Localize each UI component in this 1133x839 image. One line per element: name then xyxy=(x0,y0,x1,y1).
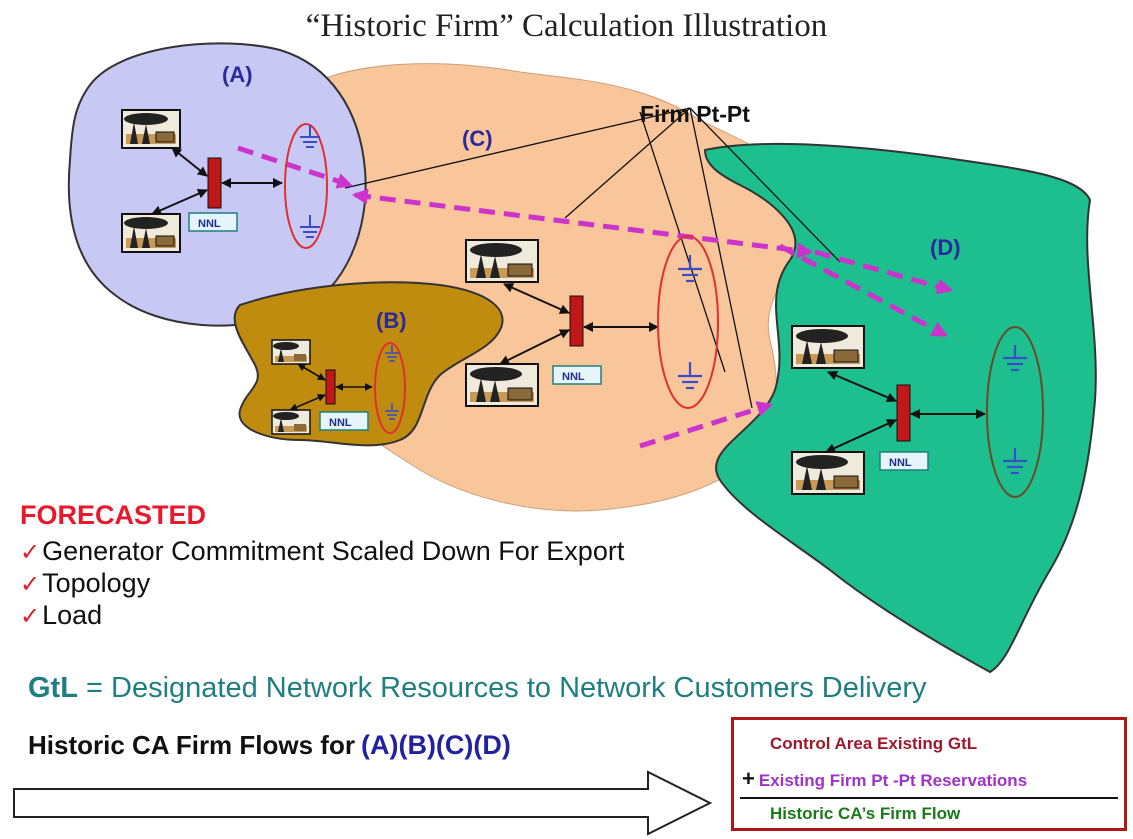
legend-gtl: Control Area Existing GtL xyxy=(770,734,978,753)
gtl-equals: = xyxy=(86,672,103,704)
region-b-label: (B) xyxy=(376,308,407,333)
region-b-network: NNL xyxy=(271,339,406,435)
legend-sum-line xyxy=(740,797,1118,799)
flow-arrow-a-d xyxy=(351,188,814,259)
region-a-label: (A) xyxy=(222,62,253,87)
forecasted-heading: FORECASTED xyxy=(20,500,207,530)
ground-icon xyxy=(300,215,320,238)
check-icon: ✓ xyxy=(20,571,41,598)
gtl-text: Designated Network Resources to Network … xyxy=(111,672,927,704)
forecast-item-text: Load xyxy=(42,600,103,630)
load-ellipse xyxy=(657,235,719,409)
region-c-label: (C) xyxy=(462,126,493,151)
load-ellipse xyxy=(374,342,406,434)
nnl-box xyxy=(188,212,238,232)
ground-icon xyxy=(1003,345,1027,372)
historic-flows-heading: Historic CA Firm Flows for(A)(B)(C)(D) xyxy=(28,730,511,761)
power-plant-icon xyxy=(271,339,311,365)
nnl-box xyxy=(879,451,929,471)
result-arrow xyxy=(13,770,713,836)
ground-icon xyxy=(300,125,320,148)
historic-region-labels: (A)(B)(C)(D) xyxy=(360,730,511,760)
firm-flow-arrows xyxy=(237,145,954,449)
load-ellipse xyxy=(284,123,328,249)
forecast-item-text: Topology xyxy=(42,568,151,598)
forecast-item: ✓Topology xyxy=(20,568,150,599)
bus-bar xyxy=(325,369,336,405)
plus-icon: + xyxy=(742,766,755,791)
bus-bar xyxy=(569,295,584,347)
gtl-term: GtL xyxy=(28,672,78,704)
forecast-item: ✓Load xyxy=(20,600,102,631)
nnl-box xyxy=(319,411,369,431)
load-ellipse xyxy=(986,326,1044,498)
legend-firm-pt-pt: +Existing Firm Pt -Pt Reservations xyxy=(742,766,1027,792)
ground-icon xyxy=(385,345,399,362)
flow-arrow-a-in xyxy=(237,145,354,189)
historic-prefix: Historic CA Firm Flows for xyxy=(28,730,355,760)
power-plant-icon xyxy=(791,325,865,369)
legend-result: Historic CA’s Firm Flow xyxy=(770,804,961,823)
nnl-label: NNL xyxy=(329,417,352,429)
bus-bar xyxy=(207,157,222,209)
forecast-item: ✓Generator Commitment Scaled Down For Ex… xyxy=(20,536,624,567)
power-plant-icon xyxy=(791,451,865,495)
legend-firm-text: Existing Firm Pt -Pt Reservations xyxy=(758,771,1028,790)
gtl-definition: GtL = Designated Network Resources to Ne… xyxy=(28,672,927,705)
power-plant-icon xyxy=(121,109,181,149)
flow-arrow-c-d xyxy=(639,401,774,449)
nnl-label: NNL xyxy=(198,218,221,230)
legend-box: Control Area Existing GtL +Existing Firm… xyxy=(731,717,1127,831)
region-a-network: NNL xyxy=(121,109,328,253)
nnl-label: NNL xyxy=(889,457,912,469)
check-icon: ✓ xyxy=(20,539,41,566)
power-plant-icon xyxy=(465,363,539,407)
region-d-network: NNL xyxy=(791,325,1044,498)
ground-icon xyxy=(385,403,399,420)
power-plant-icon xyxy=(465,239,539,283)
check-icon: ✓ xyxy=(20,603,41,630)
power-plant-icon xyxy=(271,409,311,435)
bus-bar xyxy=(896,384,911,442)
nnl-label: NNL xyxy=(562,371,585,383)
page-title: “Historic Firm” Calculation Illustration xyxy=(305,8,828,44)
power-plant-icon xyxy=(121,213,181,253)
ground-icon xyxy=(678,362,702,390)
nnl-box xyxy=(552,365,602,385)
flow-arrow-d-2 xyxy=(778,243,948,338)
ground-icon xyxy=(1003,448,1027,475)
region-d-label: (D) xyxy=(930,235,961,260)
region-c-network: NNL xyxy=(465,235,719,409)
ground-icon xyxy=(678,255,702,283)
forecast-item-text: Generator Commitment Scaled Down For Exp… xyxy=(42,536,625,566)
